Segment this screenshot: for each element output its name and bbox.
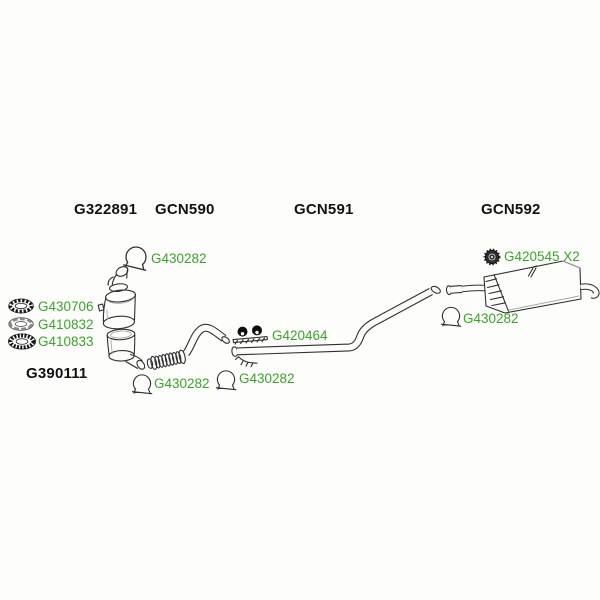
catalytic-converter-drawing <box>97 266 146 370</box>
part-link-gasket-g430706[interactable]: G430706 <box>38 299 94 314</box>
part-link-grommet[interactable]: G420545 X2 <box>504 249 580 264</box>
gasket-ring-g430706-icon[interactable] <box>8 298 34 314</box>
front-pipe-drawing <box>182 323 230 356</box>
section-label-rear-box: GCN592 <box>481 201 541 218</box>
flex-pipe-drawing <box>146 349 186 370</box>
part-link-clamp-cat-inlet[interactable]: G430282 <box>151 251 207 266</box>
clamp-icon-flex-front[interactable] <box>131 374 153 395</box>
part-link-hanger-bracket[interactable]: G420464 <box>272 328 328 343</box>
clamp-icon-cat-inlet[interactable] <box>122 244 150 271</box>
section-label-cat-assembly: G390111 <box>26 365 88 382</box>
gasket-ring-g410833-icon[interactable] <box>7 333 37 350</box>
centre-pipe-drawing <box>231 285 441 368</box>
rear-silencer-drawing <box>483 260 600 314</box>
hanger-bracket-icon[interactable] <box>232 325 268 345</box>
silencer-inlet-pipe-drawing <box>445 284 490 296</box>
part-link-clamp-centre[interactable]: G430282 <box>239 371 295 386</box>
section-label-front-pipe: GCN590 <box>155 201 215 218</box>
part-link-clamp-silencer[interactable]: G430282 <box>463 311 519 326</box>
part-link-gasket-g410832[interactable]: G410832 <box>38 317 94 332</box>
clamp-icon-silencer[interactable] <box>440 306 462 327</box>
part-link-clamp-flex-front[interactable]: G430282 <box>154 376 210 391</box>
clamp-icon-centre-joint[interactable] <box>215 370 237 391</box>
section-label-centre-pipe: GCN591 <box>294 201 354 218</box>
gasket-ring-g410832-icon[interactable] <box>8 317 34 331</box>
grommet-icon[interactable] <box>483 248 501 266</box>
section-label-front-cat: G322891 <box>74 201 138 218</box>
part-link-gasket-g410833[interactable]: G410833 <box>38 334 94 349</box>
